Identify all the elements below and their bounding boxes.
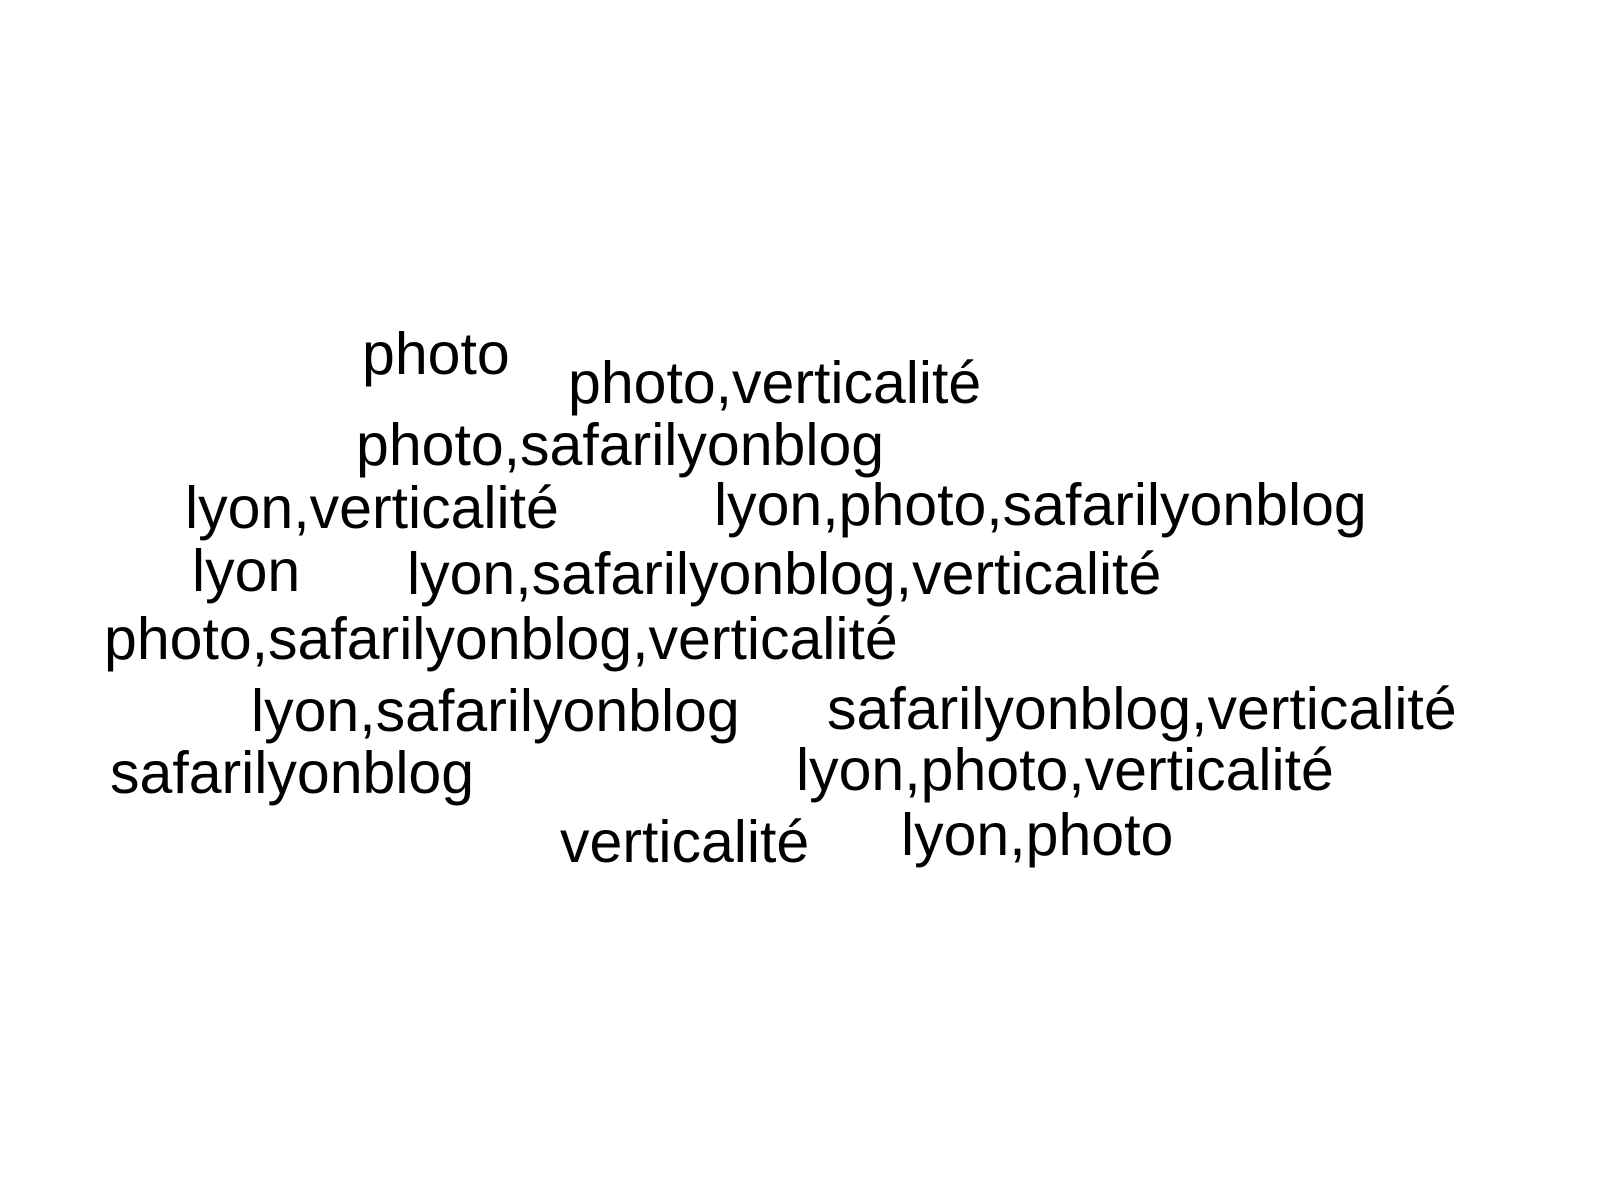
tag-safarilyonblog[interactable]: safarilyonblog: [110, 740, 475, 806]
tag-safarilyonblog-verticalite[interactable]: safarilyonblog,verticalité: [827, 676, 1457, 742]
tag-photo-verticalite[interactable]: photo,verticalité: [568, 350, 982, 416]
tag-verticalite[interactable]: verticalité: [560, 809, 810, 875]
tag-lyon-photo-verticalite[interactable]: lyon,photo,verticalité: [796, 737, 1334, 803]
tag-photo-safarilyonblog-verticalite[interactable]: photo,safarilyonblog,verticalité: [104, 606, 898, 672]
tag-lyon-photo[interactable]: lyon,photo: [901, 802, 1174, 868]
tag-photo-safarilyonblog[interactable]: photo,safarilyonblog: [356, 412, 885, 478]
tag-photo[interactable]: photo: [362, 321, 510, 387]
tag-lyon[interactable]: lyon: [192, 538, 301, 604]
tag-lyon-safarilyonblog-verticalite[interactable]: lyon,safarilyonblog,verticalité: [407, 541, 1162, 607]
tag-lyon-verticalite[interactable]: lyon,verticalité: [185, 475, 559, 541]
tag-lyon-photo-safarilyonblog[interactable]: lyon,photo,safarilyonblog: [714, 472, 1367, 538]
tag-lyon-safarilyonblog[interactable]: lyon,safarilyonblog: [251, 678, 740, 744]
